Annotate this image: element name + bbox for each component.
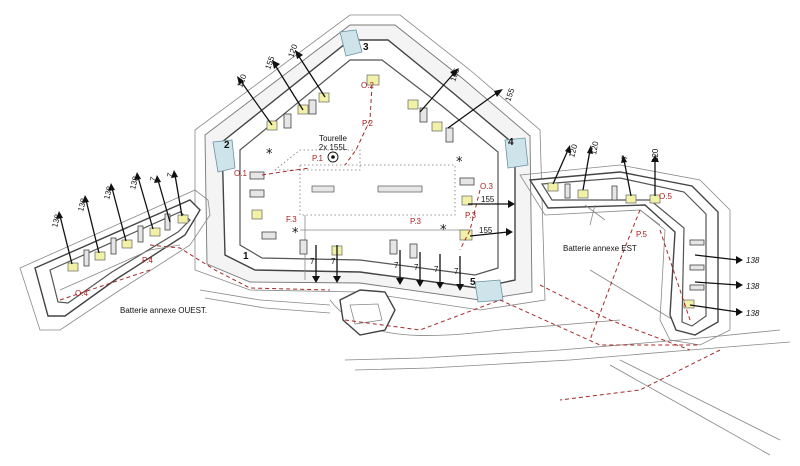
range-label-s7d: 7	[414, 263, 419, 272]
turret-label-line1: Tourelle	[319, 134, 348, 143]
labels: 1 2 3 4 5 O.1 O.2 O.3 O.4 O.5 P.1 P.2 P.…	[50, 42, 760, 318]
observation-post-o3: O.3	[480, 182, 493, 191]
range-label-w138b: 138	[76, 197, 88, 213]
range-label-155b: 155	[448, 67, 461, 83]
range-label-e138a: 138	[746, 256, 760, 265]
range-label-w7a: 7	[148, 175, 158, 182]
range-label-e120b: 120	[589, 140, 600, 155]
range-label-s7e: 7	[434, 265, 439, 274]
range-label-e120c: 120	[651, 148, 660, 162]
observation-post-o1: O.1	[234, 169, 247, 178]
range-label-155a: 155	[263, 55, 276, 71]
range-label-s7b: 7	[331, 257, 336, 266]
range-label-e138b: 138	[746, 282, 760, 291]
turret-symbol	[327, 151, 339, 163]
communication-lines	[59, 84, 721, 401]
post-p4: P.4	[142, 256, 154, 265]
corner-number-2: 2	[224, 140, 230, 151]
range-label-155d: 155	[481, 195, 495, 204]
post-p2: P.2	[362, 119, 374, 128]
fire-post-f3: F.3	[286, 215, 297, 224]
observation-post-o4: O.4	[75, 289, 88, 298]
range-label-155c: 155	[503, 87, 516, 103]
range-label-w138a: 138	[50, 213, 62, 229]
range-label-155e: 155	[479, 226, 493, 235]
range-label-w7b: 7	[165, 171, 175, 178]
east-battery-label: Batterie annexe EST	[563, 244, 637, 253]
post-p3-east: P.3	[465, 211, 477, 220]
east-battery	[519, 164, 731, 346]
range-label-e120a: 120	[567, 143, 579, 159]
observation-post-o5: O.5	[659, 192, 672, 201]
corner-number-5: 5	[470, 277, 476, 288]
post-p1: P.1	[312, 154, 324, 163]
star-symbol-nw: *	[266, 147, 273, 162]
turret-label-line2: 2x 155L	[319, 143, 348, 152]
post-p3-west: P.3	[410, 217, 422, 226]
range-label-w138d: 138	[128, 175, 140, 191]
road-lines	[199, 269, 791, 456]
range-label-120b: 120	[286, 43, 299, 59]
range-label-s7f: 7	[454, 267, 459, 276]
south-caponier	[339, 289, 396, 336]
star-symbol-se: *	[440, 223, 447, 238]
corner-number-3: 3	[363, 42, 369, 53]
main-fort	[194, 14, 546, 311]
star-symbol-sw: *	[292, 226, 299, 241]
range-label-s7a: 7	[310, 257, 315, 266]
range-label-120a: 120	[235, 73, 248, 89]
corner-number-1: 1	[243, 251, 249, 262]
range-label-w138c: 138	[102, 185, 114, 201]
range-label-e138c: 138	[746, 309, 760, 318]
range-label-e7: 7	[620, 154, 629, 160]
observation-post-o2: O.2	[361, 81, 374, 90]
fire-arrows	[56, 50, 743, 316]
range-label-s7c: 7	[394, 261, 399, 270]
corner-number-4: 4	[508, 137, 514, 148]
star-symbol-ne: *	[456, 155, 463, 170]
post-p5: P.5	[636, 230, 648, 239]
west-battery-label: Batterie annexe OUEST.	[120, 306, 207, 315]
